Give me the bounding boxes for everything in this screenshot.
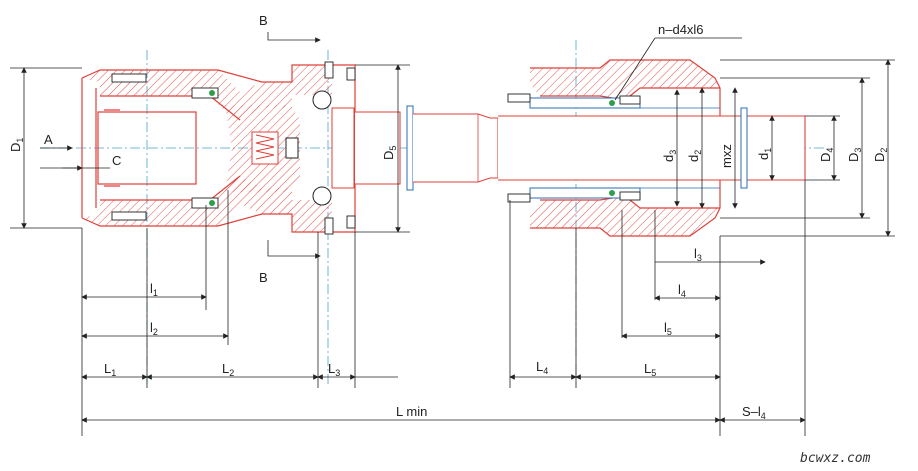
l1-label: l1 [150,281,158,298]
svg-text:d2: d2 [686,150,703,162]
right-spline-assembly [498,59,806,237]
svg-text:D2: D2 [872,148,889,162]
view-a-label: A [44,132,53,147]
l3-label: l3 [694,246,702,263]
svg-text:D1: D1 [8,138,25,152]
section-b-bottom-label: B [259,270,268,285]
d4-label: D4 [818,148,835,162]
svg-text:D3: D3 [846,148,863,162]
bolt-spec-label: n–d4xl6 [658,22,704,37]
section-markers [40,32,321,259]
d5-label: D5 [381,146,398,160]
svg-text:mxz: mxz [719,144,734,168]
svg-text:D5: D5 [381,146,398,160]
view-c-label: C [112,153,121,168]
d2-label: D2 [872,148,889,162]
left-yoke-assembly [81,61,356,235]
mxz-label: mxz [719,144,734,168]
section-b-top-label: B [259,13,268,28]
svg-text:D4: D4 [818,148,835,162]
L3-label: L3 [328,361,340,378]
L1-label: L1 [104,361,116,378]
l4-label: l4 [678,282,686,299]
middle-shaft [355,105,499,191]
L5-label: L5 [644,361,656,378]
watermark: bcwxz.com [800,451,871,466]
L2-label: L2 [222,361,234,378]
d2-inner-label: d2 [686,150,703,162]
svg-text:d3: d3 [661,150,678,162]
l5-label: l5 [664,320,672,337]
d1-inner-label: d1 [756,148,773,160]
bolt-leader-line [614,37,742,101]
d1-label: D1 [8,138,25,152]
d3-label: D3 [846,148,863,162]
diameter-dimensions [10,59,895,237]
svg-text:d1: d1 [756,148,773,160]
length-dimensions [81,180,806,436]
d3-inner-label: d3 [661,150,678,162]
L4-label: L4 [536,359,548,376]
l2-label: l2 [150,320,158,337]
S-l4-label: S–l4 [742,404,766,421]
Lmin-label: L min [396,404,427,419]
